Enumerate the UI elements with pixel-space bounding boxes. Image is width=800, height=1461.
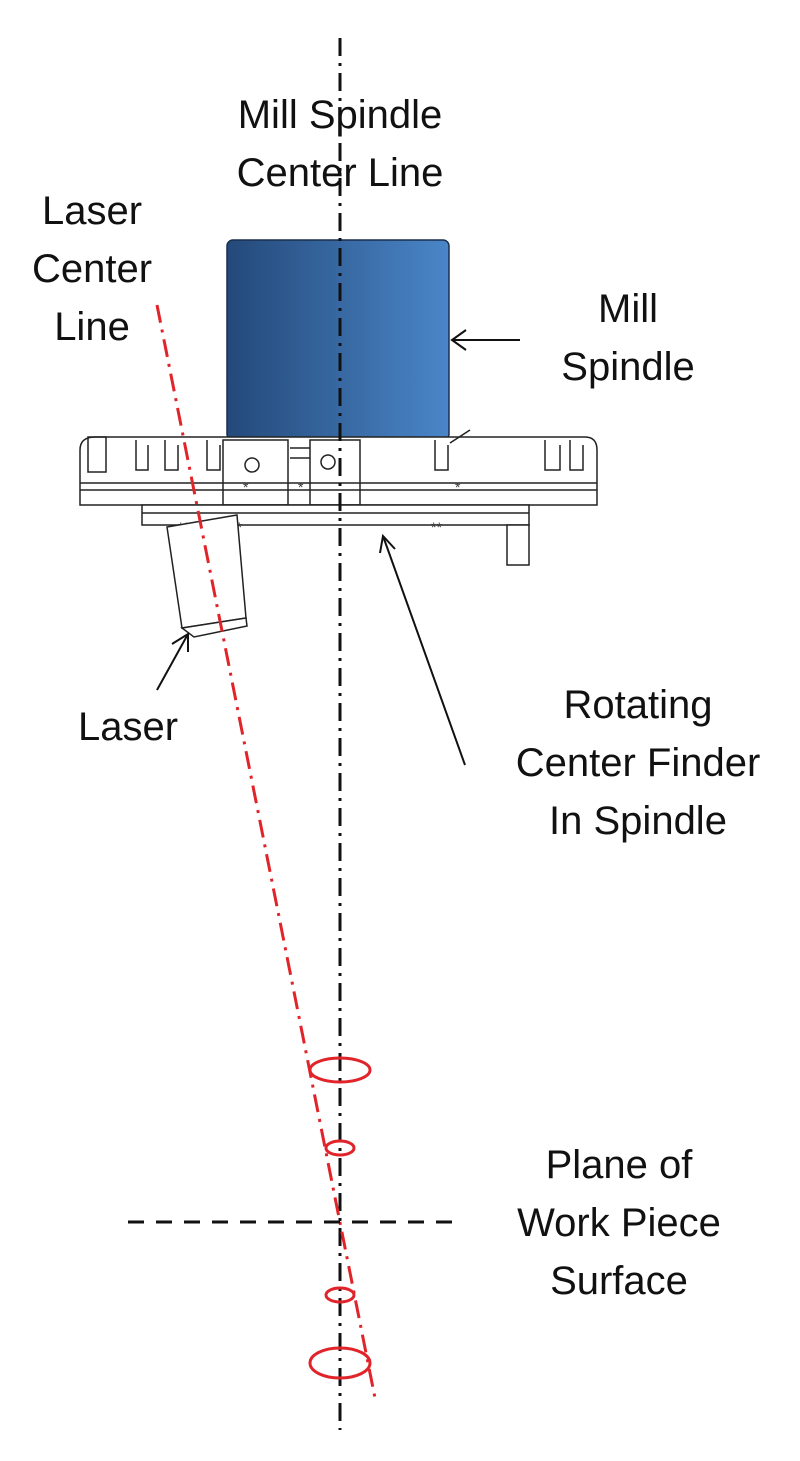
work-plane-label: Plane of Work Piece Surface bbox=[517, 1143, 721, 1303]
beam-rings bbox=[308, 1056, 372, 1380]
laser-body bbox=[166, 514, 248, 638]
laser-label: Laser bbox=[77, 705, 179, 749]
svg-text:**: ** bbox=[431, 519, 442, 535]
svg-text:*: * bbox=[455, 479, 461, 495]
mill-spindle-label: Mill Spindle bbox=[561, 287, 695, 389]
beam-ring-3 bbox=[324, 1286, 356, 1304]
mill-spindle-arrow bbox=[450, 329, 520, 351]
laser-center-line-label: Laser Center Line bbox=[31, 189, 153, 349]
beam-ring-2 bbox=[324, 1139, 356, 1157]
spindle-center-line-label: Mill Spindle Center Line bbox=[236, 93, 444, 195]
svg-text:*: * bbox=[298, 479, 304, 495]
svg-text:*: * bbox=[243, 479, 249, 495]
laser-center-line bbox=[155, 304, 377, 1399]
center-finder-arrow bbox=[379, 533, 466, 766]
beam-ring-4 bbox=[308, 1346, 372, 1380]
beam-ring-1 bbox=[308, 1056, 372, 1084]
mill-spindle-body bbox=[226, 239, 450, 441]
laser-arrow bbox=[156, 632, 189, 691]
center-finder-label: Rotating Center Finder In Spindle bbox=[515, 683, 761, 843]
